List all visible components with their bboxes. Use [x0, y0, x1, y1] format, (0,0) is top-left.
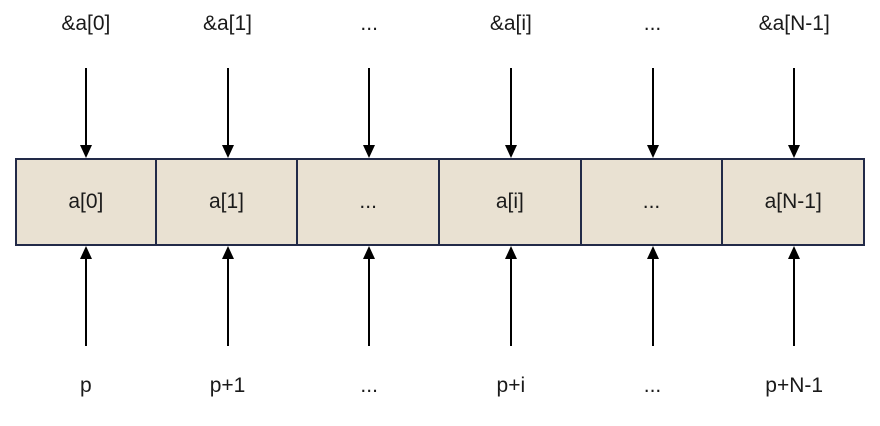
address-label: ...: [360, 12, 378, 35]
arrow-head-icon: [363, 145, 376, 158]
pointer-label: p+i: [496, 374, 526, 397]
address-label: &a[i]: [489, 12, 532, 35]
down-arrow-icon: [79, 68, 92, 158]
down-arrow-icon: [363, 68, 376, 158]
arrow-stem: [651, 68, 654, 145]
array-cell: a[i]: [438, 158, 582, 246]
array-column-1: &a[1] a[1] p+1: [154, 0, 299, 426]
cell-label: a[0]: [68, 190, 104, 213]
up-arrow-icon: [221, 246, 234, 346]
array-cell: ...: [296, 158, 441, 246]
cell-label: ...: [359, 190, 377, 213]
arrow-head-icon: [646, 145, 659, 158]
array-column-2: ... ... ...: [296, 0, 441, 426]
array-columns: &a[0] a[0] p &a[1] a[1]: [15, 0, 866, 426]
array-cell: ...: [579, 158, 724, 246]
address-label: ...: [643, 12, 662, 35]
pointer-label: p+N-1: [765, 374, 824, 397]
arrow-stem: [368, 68, 371, 145]
arrow-head-icon: [221, 145, 234, 158]
array-cell: a[N-1]: [721, 158, 866, 246]
arrow-stem: [793, 68, 796, 145]
arrow-stem: [509, 259, 512, 346]
arrow-stem: [509, 68, 512, 145]
arrow-stem: [368, 259, 371, 346]
pointer-label: p+1: [209, 374, 246, 397]
pointer-label: p: [79, 374, 92, 397]
arrow-head-icon: [646, 246, 659, 259]
arrow-head-icon: [788, 145, 801, 158]
address-label: &a[0]: [61, 12, 111, 35]
cell-label: a[i]: [495, 190, 524, 213]
down-arrow-icon: [504, 68, 517, 158]
cell-label: ...: [642, 190, 661, 213]
arrow-head-icon: [79, 246, 92, 259]
arrow-stem: [84, 68, 87, 145]
array-cell: a[0]: [15, 158, 157, 246]
down-arrow-icon: [221, 68, 234, 158]
cell-label: a[1]: [208, 190, 245, 213]
array-column-0: &a[0] a[0] p: [15, 0, 157, 426]
arrow-head-icon: [363, 246, 376, 259]
array-column-5: &a[N-1] a[N-1] p+N-1: [721, 0, 866, 426]
address-label: &a[N-1]: [758, 12, 830, 35]
down-arrow-icon: [646, 68, 659, 158]
down-arrow-icon: [788, 68, 801, 158]
pointer-label: ...: [643, 374, 662, 397]
array-cell: a[1]: [154, 158, 299, 246]
arrow-stem: [226, 68, 229, 145]
arrow-head-icon: [79, 145, 92, 158]
arrow-head-icon: [504, 246, 517, 259]
arrow-head-icon: [788, 246, 801, 259]
up-arrow-icon: [646, 246, 659, 346]
arrow-stem: [651, 259, 654, 346]
up-arrow-icon: [788, 246, 801, 346]
arrow-head-icon: [221, 246, 234, 259]
arrow-stem: [226, 259, 229, 346]
up-arrow-icon: [504, 246, 517, 346]
address-label: &a[1]: [202, 12, 253, 35]
arrow-head-icon: [504, 145, 517, 158]
arrow-stem: [793, 259, 796, 346]
up-arrow-icon: [79, 246, 92, 346]
array-column-4: ... ... ...: [579, 0, 724, 426]
array-column-3: &a[i] a[i] p+i: [438, 0, 582, 426]
pointer-label: ...: [360, 374, 378, 397]
cell-label: a[N-1]: [764, 190, 822, 213]
up-arrow-icon: [363, 246, 376, 346]
arrow-stem: [84, 259, 87, 346]
